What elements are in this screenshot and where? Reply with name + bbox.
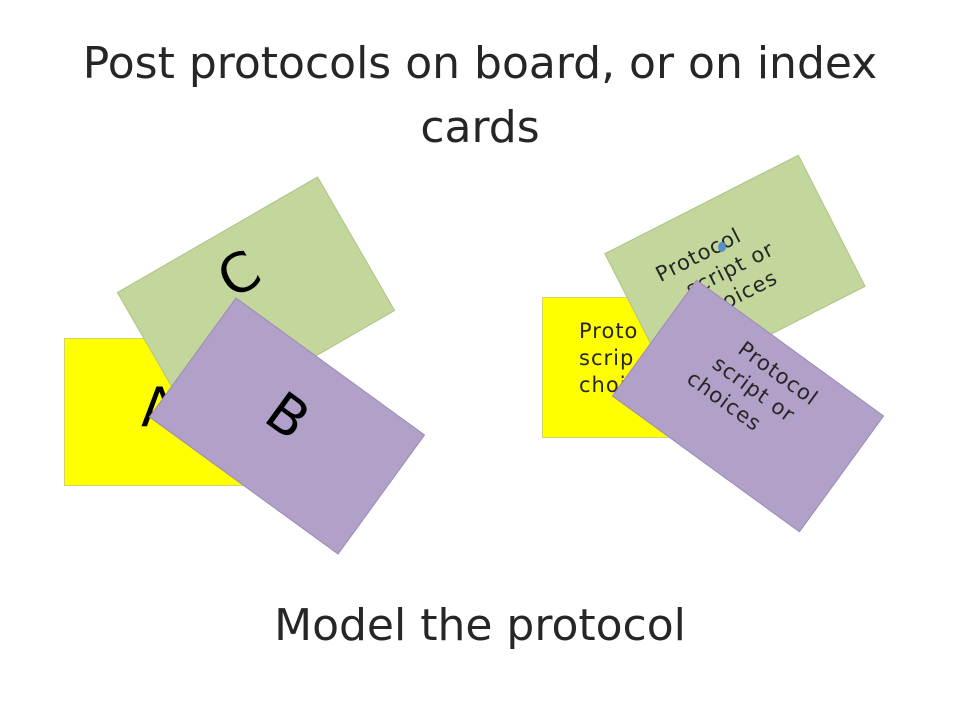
footer-caption: Model the protocol xyxy=(274,600,686,651)
blue-dot-marker xyxy=(718,242,726,252)
yellow-card-line-2: scrip xyxy=(579,346,635,370)
slide-title: Post protocols on board, or on index car… xyxy=(82,38,878,153)
card-c-label: C xyxy=(206,237,272,312)
card-b-label: B xyxy=(254,379,322,453)
yellow-card-line-1: Proto xyxy=(579,319,639,343)
